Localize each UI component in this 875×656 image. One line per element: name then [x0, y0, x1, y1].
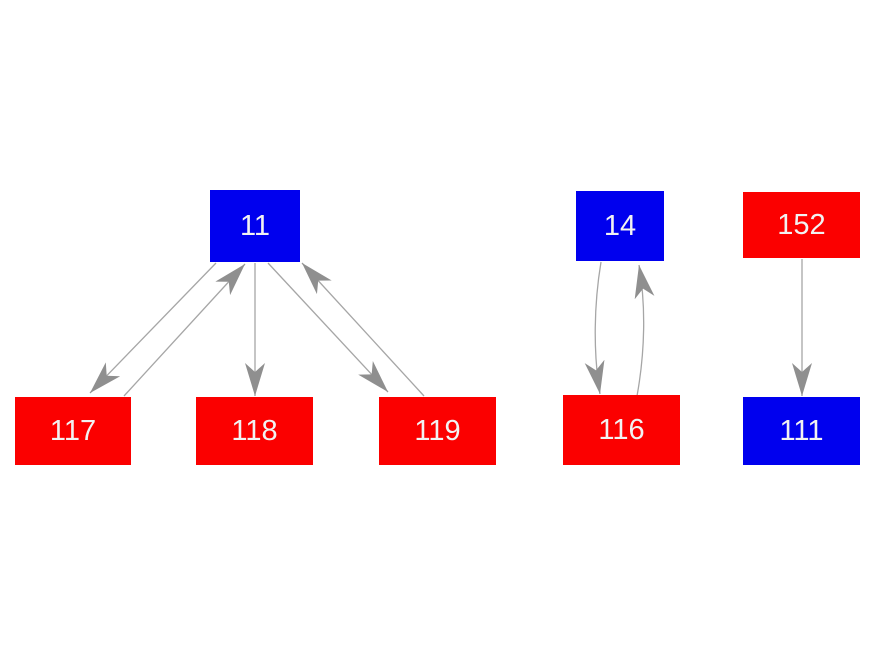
node-label: 152	[777, 208, 826, 241]
node-label: 14	[603, 209, 637, 242]
node-label: 11	[239, 209, 271, 242]
node-label: 118	[231, 414, 278, 447]
node-11: 11	[210, 190, 300, 262]
node-label: 111	[779, 414, 824, 447]
node-119: 119	[379, 397, 496, 465]
node-152: 152	[743, 192, 860, 258]
edge-14-116	[584, 261, 605, 395]
node-14: 14	[576, 191, 664, 261]
node-117: 117	[15, 397, 131, 465]
node-111: 111	[743, 397, 860, 465]
node-label: 117	[49, 414, 97, 447]
node-label: 119	[414, 414, 461, 447]
edge-11-117	[89, 262, 217, 394]
edge-119-11	[301, 262, 425, 397]
node-label: 116	[598, 413, 645, 446]
edge-117-11	[123, 263, 246, 397]
node-116: 116	[563, 395, 680, 465]
node-118: 118	[196, 397, 313, 465]
edge-116-14	[634, 264, 655, 397]
edge-11-119	[267, 262, 389, 393]
